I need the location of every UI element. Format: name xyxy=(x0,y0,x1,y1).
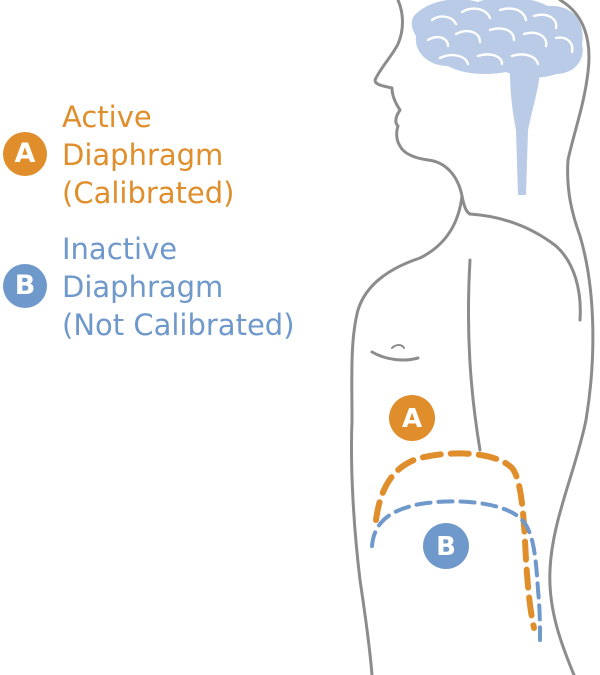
badge-a-icon: A xyxy=(3,132,47,176)
legend-inactive-text: Inactive Diaphragm (Not Calibrated) xyxy=(62,230,295,344)
marker-b: B xyxy=(423,523,469,569)
legend-inactive-line-3: (Not Calibrated) xyxy=(62,308,295,342)
legend-active-line-1: Active xyxy=(62,100,152,134)
legend-inactive-line-2: Diaphragm xyxy=(62,270,224,304)
body-outline xyxy=(349,0,595,675)
legend-active-line-2: Diaphragm xyxy=(62,138,224,172)
active-diaphragm-curve xyxy=(373,450,537,631)
marker-b-label: B xyxy=(436,532,456,562)
badge-b-icon: B xyxy=(3,264,47,308)
brain-icon xyxy=(411,0,583,195)
legend-active-line-3: (Calibrated) xyxy=(62,176,235,210)
legend-inactive-line-1: Inactive xyxy=(62,232,178,266)
marker-a-label: A xyxy=(402,404,422,434)
marker-a: A xyxy=(389,395,435,441)
inactive-diaphragm-curve xyxy=(370,499,542,642)
legend-active-text: Active Diaphragm (Calibrated) xyxy=(62,98,235,212)
